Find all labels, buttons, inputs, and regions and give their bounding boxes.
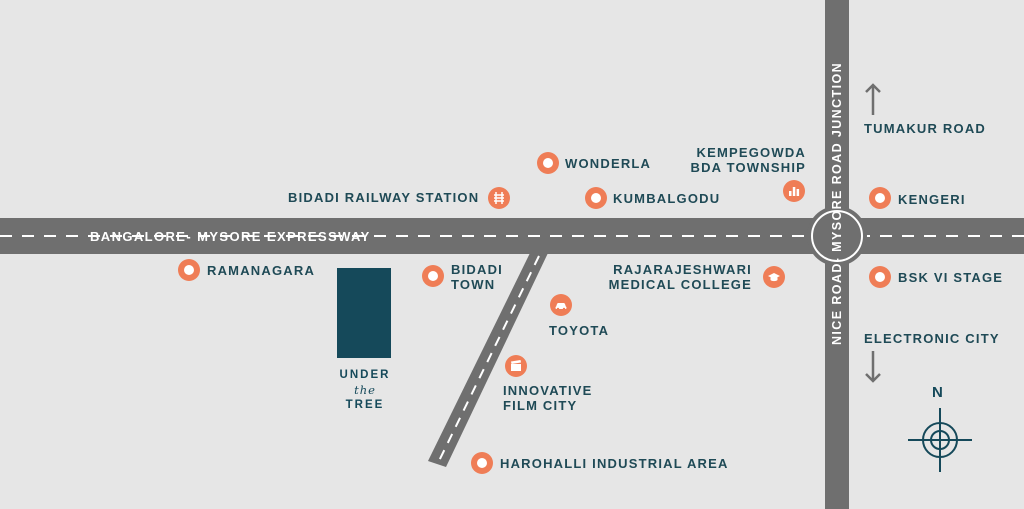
- bsk-pin[interactable]: [869, 266, 891, 288]
- railway-track-icon: [494, 192, 504, 204]
- under-the-tree-logo: [337, 268, 391, 358]
- kumbalgodu-pin[interactable]: [585, 187, 607, 209]
- expressway-label: BANGALORE- MYSORE EXPRESSWAY: [90, 229, 371, 244]
- arrow-down-icon: [865, 351, 881, 383]
- toyota-pin[interactable]: [550, 294, 572, 316]
- wonderla-pin[interactable]: [537, 152, 559, 174]
- logo-wordmark: UNDER the TREE: [330, 368, 400, 413]
- kempegowda-line1: KEMPEGOWDA: [696, 145, 806, 160]
- kempegowda-label: KEMPEGOWDA BDA TOWNSHIP: [690, 145, 806, 175]
- electronic-city-label: ELECTRONIC CITY: [864, 331, 1000, 346]
- logo-word-the: the: [354, 383, 376, 397]
- toyota-label: TOYOTA: [549, 323, 610, 338]
- film-city-pin[interactable]: [505, 355, 527, 377]
- bidadi-railway-pin[interactable]: [488, 187, 510, 209]
- kempegowda-line2: BDA TOWNSHIP: [690, 160, 806, 175]
- car-icon: [555, 303, 567, 311]
- ramanagara-pin[interactable]: [178, 259, 200, 281]
- tumakur-road-label: TUMAKUR ROAD: [864, 121, 986, 136]
- kengeri-pin[interactable]: [869, 187, 891, 209]
- bidadi-town-line2: TOWN: [451, 277, 496, 292]
- kumbalgodu-label: KUMBALGODU: [613, 191, 721, 206]
- medical-college-line1: RAJARAJESHWARI: [613, 262, 752, 277]
- roundabout-ring: [811, 210, 863, 262]
- kengeri-label: KENGERI: [898, 192, 966, 207]
- film-city-line1: INNOVATIVE: [503, 383, 593, 398]
- harohalli-pin[interactable]: [471, 452, 493, 474]
- compass-north-label: N: [932, 384, 943, 401]
- bsk-label: BSK VI STAGE: [898, 270, 1004, 285]
- medical-college-pin[interactable]: [763, 266, 785, 288]
- bidadi-town-label: BIDADI TOWN: [451, 262, 503, 292]
- nice-road-label: NICE ROAD- MYSORE ROAD JUNCTION: [830, 62, 844, 345]
- harohalli-label: HAROHALLI INDUSTRIAL AREA: [500, 456, 729, 471]
- film-city-label: INNOVATIVE FILM CITY: [503, 383, 593, 413]
- film-clapper-icon: [511, 360, 521, 371]
- roundabout: [807, 206, 867, 266]
- diagonal-road-center-line: [437, 255, 540, 464]
- bidadi-town-pin[interactable]: [422, 265, 444, 287]
- medical-college-label: RAJARAJESHWARI MEDICAL COLLEGE: [600, 262, 752, 292]
- medical-college-line2: MEDICAL COLLEGE: [608, 277, 752, 292]
- bidadi-town-line1: BIDADI: [451, 262, 503, 277]
- graduation-cap-icon: [768, 273, 780, 282]
- bidadi-railway-label: BIDADI RAILWAY STATION: [288, 190, 480, 205]
- film-city-line2: FILM CITY: [503, 398, 578, 413]
- wonderla-label: WONDERLA: [565, 156, 652, 171]
- ramanagara-label: RAMANAGARA: [207, 263, 316, 278]
- logo-word-under: UNDER: [339, 369, 391, 381]
- logo-word-tree: TREE: [345, 399, 385, 411]
- bda-township-pin[interactable]: [783, 180, 805, 202]
- arrow-up-icon: [865, 83, 881, 115]
- compass-crosshair-icon: [908, 408, 972, 472]
- bar-chart-icon: [789, 187, 800, 196]
